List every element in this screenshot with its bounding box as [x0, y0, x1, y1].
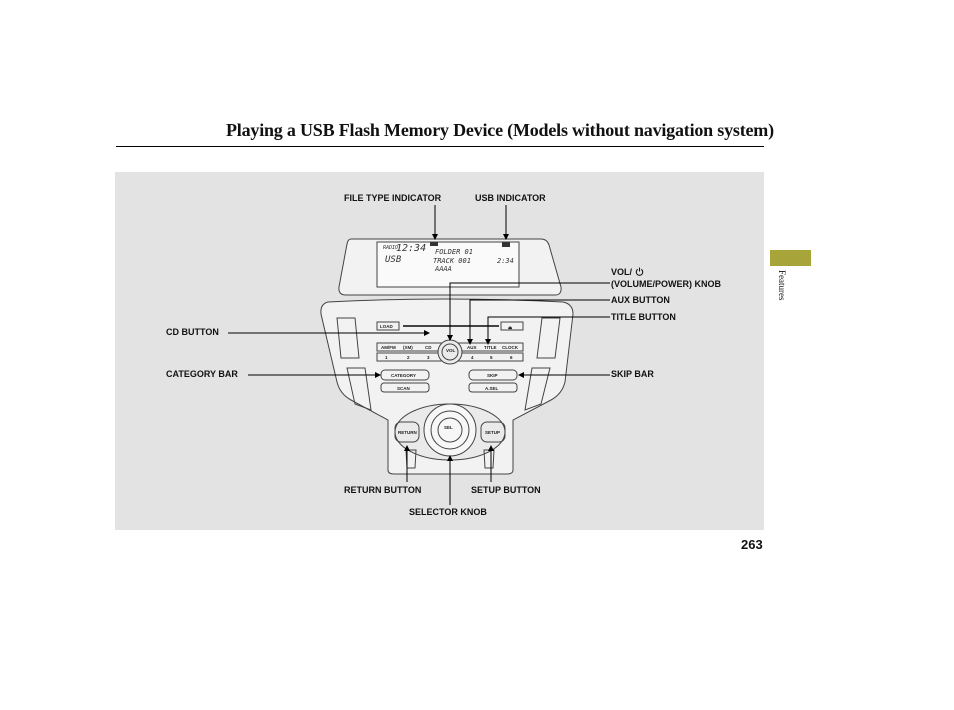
aux-label: AUX: [467, 345, 477, 350]
vol-label: VOL: [446, 348, 456, 353]
usb-indicator-callout: USB INDICATOR: [475, 193, 546, 203]
left-vent-lower: [346, 367, 372, 411]
eject-button: [500, 321, 524, 331]
load-button: [376, 321, 400, 331]
return-label: RETURN: [398, 430, 417, 435]
asel-button: [468, 382, 518, 393]
vol-callout: VOL/: [611, 267, 644, 278]
return-button-callout: RETURN BUTTON: [344, 485, 422, 495]
audio-unit-diagram: RADIO 12:34 USB FOLDER 01 TRACK 001 2:34…: [228, 205, 610, 505]
category-bar-callout: CATEGORY BAR: [166, 369, 238, 379]
return-button: [394, 421, 420, 443]
cd-button-callout: CD BUTTON: [166, 327, 219, 337]
lcd-track: TRACK 001: [433, 257, 471, 265]
title-button-callout: TITLE BUTTON: [611, 312, 676, 322]
cd-label: CD: [425, 345, 432, 350]
skip-bar-callout: SKIP BAR: [611, 369, 654, 379]
scan-button: [380, 382, 430, 393]
amfm-label: AM/FM: [381, 345, 396, 350]
preset-2: 2: [407, 355, 410, 360]
setup-button-callout: SETUP BUTTON: [471, 485, 541, 495]
lcd-clock: 12:34: [396, 243, 426, 254]
file-type-indicator-icon: [430, 242, 438, 246]
lcd-screen: [376, 241, 520, 288]
skip-label: SKIP: [487, 373, 498, 378]
asel-label: A.SEL: [485, 386, 499, 391]
setup-label: SETUP: [485, 430, 500, 435]
lcd-mode: RADIO: [383, 245, 398, 251]
right-vent-lower: [524, 367, 551, 411]
category-label: CATEGORY: [391, 373, 416, 378]
skip-bar: [468, 369, 518, 381]
section-label: Features: [777, 270, 787, 301]
usb-indicator-icon: [502, 242, 510, 247]
selector-knob: [423, 403, 477, 457]
preset-4: 4: [471, 355, 474, 360]
title-rule: [116, 146, 764, 147]
vol-prefix: VOL/: [611, 267, 633, 277]
page-title: Playing a USB Flash Memory Device (Model…: [226, 120, 774, 140]
selector-label: SEL: [444, 425, 453, 430]
load-label: LOAD: [380, 324, 393, 329]
xm-label: (XM): [403, 345, 413, 350]
title-label: TITLE: [484, 345, 497, 350]
preset-6: 6: [510, 355, 513, 360]
file-type-indicator-callout: FILE TYPE INDICATOR: [344, 193, 442, 203]
eject-label: ⏏: [508, 325, 513, 330]
page-number: 263: [741, 537, 763, 552]
lcd-source: USB: [385, 255, 402, 265]
left-vent-upper: [336, 317, 360, 359]
preset-5: 5: [490, 355, 493, 360]
clock-label: CLOCK: [502, 345, 519, 350]
vol-knob-callout: (VOLUME/POWER) KNOB: [611, 279, 721, 289]
lcd-text: AAAA: [434, 265, 452, 273]
power-icon: [635, 267, 643, 276]
selector-knob-callout: SELECTOR KNOB: [409, 507, 487, 517]
lcd-folder: FOLDER 01: [435, 248, 473, 256]
aux-button-callout: AUX BUTTON: [611, 295, 670, 305]
lcd-elapsed: 2:34: [497, 257, 514, 265]
preset-1: 1: [385, 355, 388, 360]
setup-button: [480, 421, 506, 443]
section-tab: [770, 250, 811, 266]
preset-3: 3: [427, 355, 430, 360]
right-vent-upper: [536, 317, 561, 359]
scan-label: SCAN: [397, 386, 410, 391]
